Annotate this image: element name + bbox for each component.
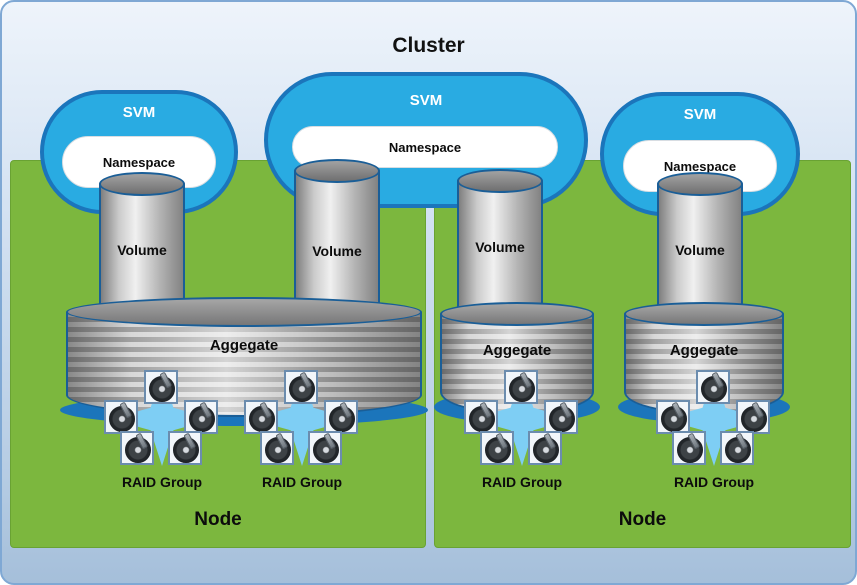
disk-icon	[672, 431, 706, 465]
raid-group: RAID Group	[102, 370, 222, 490]
volume-label: Volume	[675, 242, 725, 258]
disk-icon	[464, 400, 498, 434]
volume-cylinder: Volume	[657, 172, 743, 322]
cylinder-top	[66, 297, 422, 327]
disk-icon	[104, 400, 138, 434]
cylinder-body	[657, 184, 743, 322]
volume-cylinder: Volume	[457, 169, 543, 321]
namespace-label: Namespace	[388, 139, 462, 155]
cylinder-top	[457, 169, 543, 193]
disk-icon	[720, 431, 754, 465]
disk-icon	[324, 400, 358, 434]
disk-icon	[504, 370, 538, 404]
raid-group-label: RAID Group	[673, 474, 755, 490]
cluster-title: Cluster	[392, 34, 465, 57]
aggregate-label: Aggegate	[669, 342, 739, 359]
svm-label: SVM	[683, 106, 717, 123]
raid-group-label: RAID Group	[481, 474, 563, 490]
raid-group: RAID Group	[462, 370, 582, 490]
disk-icon	[656, 400, 690, 434]
cylinder-body	[457, 181, 543, 321]
volume-label: Volume	[117, 242, 167, 258]
aggregate-label: Aggegate	[482, 342, 552, 359]
volume-cylinder: Volume	[294, 159, 380, 321]
disk-icon	[144, 370, 178, 404]
aggregate-label: Aggegate	[209, 337, 279, 354]
disk-icon	[544, 400, 578, 434]
node-label: Node	[194, 509, 242, 530]
node-label: Node	[618, 509, 667, 530]
cylinder-top	[294, 159, 380, 183]
raid-group-label: RAID Group	[261, 474, 343, 490]
volume-label: Volume	[312, 243, 362, 259]
cylinder-body	[294, 171, 380, 321]
disk-icon	[308, 431, 342, 465]
disk-icon	[184, 400, 218, 434]
cylinder-top	[657, 172, 743, 196]
disk-icon	[528, 431, 562, 465]
volume-label: Volume	[475, 239, 525, 255]
disk-icon	[260, 431, 294, 465]
svm-label: SVM	[409, 92, 443, 109]
disk-icon	[168, 431, 202, 465]
cylinder-top	[440, 302, 594, 326]
namespace-label: Namespace	[102, 154, 176, 170]
disk-icon	[244, 400, 278, 434]
disk-icon	[284, 370, 318, 404]
disk-icon	[480, 431, 514, 465]
disk-icon	[736, 400, 770, 434]
raid-group-label: RAID Group	[121, 474, 203, 490]
cylinder-top	[624, 302, 784, 326]
disk-icon	[696, 370, 730, 404]
svm-label: SVM	[122, 104, 156, 121]
raid-group: RAID Group	[654, 370, 774, 490]
namespace-label: Namespace	[663, 158, 737, 174]
cylinder-body	[66, 312, 422, 417]
disk-icon	[120, 431, 154, 465]
cylinder-top	[99, 172, 185, 196]
raid-group: RAID Group	[242, 370, 362, 490]
